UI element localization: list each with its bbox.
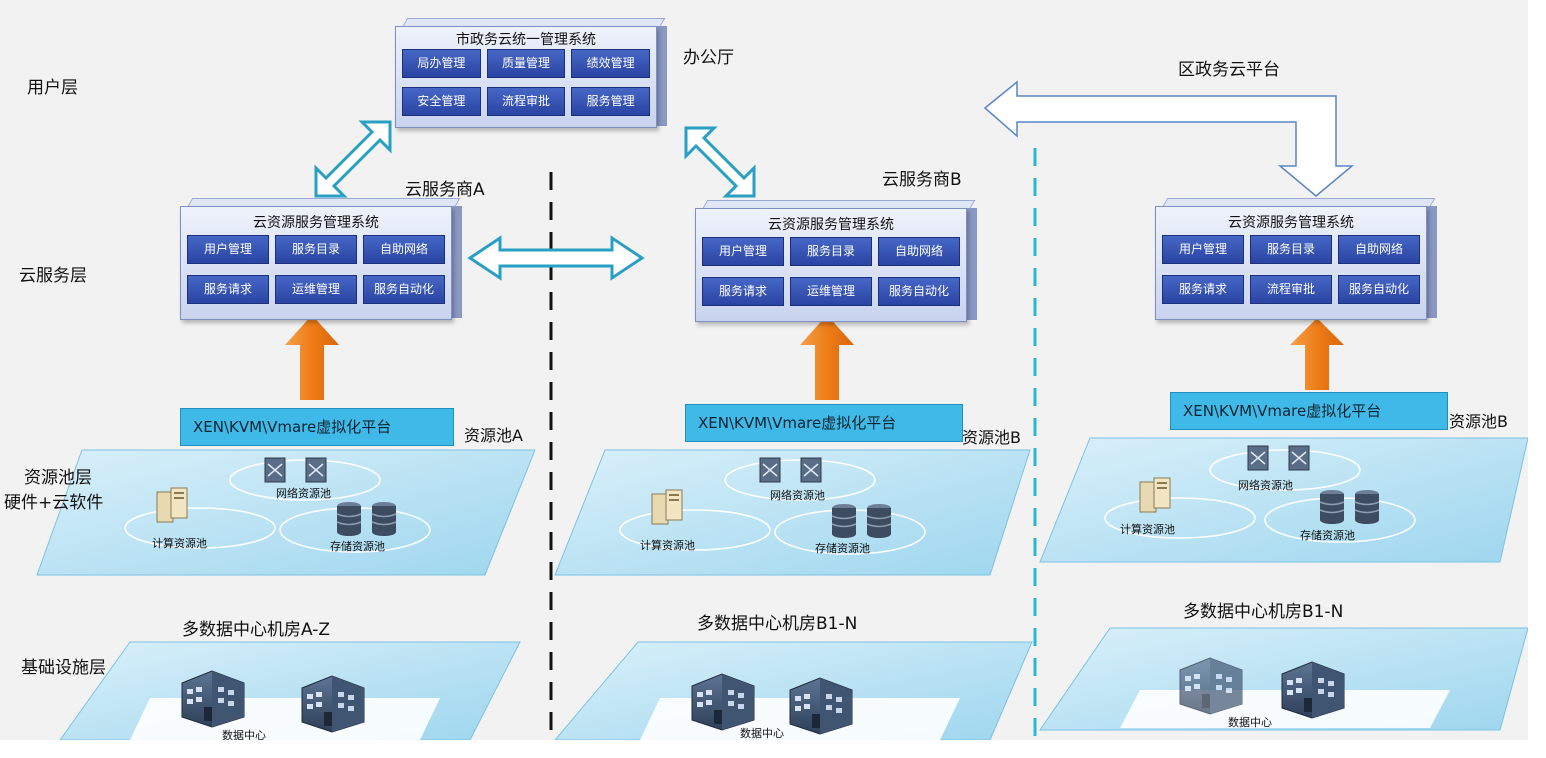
network-pool-label: 网络资源池 <box>1238 479 1293 492</box>
district-pool-label: 资源池B <box>1449 412 1508 431</box>
network-switch-icon <box>305 457 327 483</box>
storage-disk-icon <box>866 503 892 539</box>
service-cell: 服务请求 <box>702 277 784 306</box>
layer-user: 用户层 <box>27 78 78 98</box>
network-pool-label: 网络资源池 <box>770 489 825 502</box>
provider-a-datacenter-title: 多数据中心机房A-Z <box>182 620 331 640</box>
datacenter-building-icon <box>691 673 755 731</box>
storage-disk-icon <box>336 501 362 537</box>
server-icon <box>651 489 683 525</box>
office-cell: 质量管理 <box>486 49 566 78</box>
provider-b-name: 云服务商B <box>882 170 962 190</box>
office-management-system: 市政务云统一管理系统 局办管理 质量管理 绩效管理 安全管理 流程审批 服务管理 <box>395 18 667 128</box>
service-cell: 流程审批 <box>1250 275 1332 304</box>
district-provider-system: 云资源服务管理系统 用户管理 服务目录 自助网络 服务请求 流程审批 服务自动化 <box>1155 198 1437 320</box>
provider-a-virtualization: XEN\KVM\Vmare虚拟化平台 <box>180 408 454 446</box>
cloud-architecture-diagram: 用户层 云服务层 资源池层 硬件+云软件 基础设施层 市政务云统一管理系统 局办… <box>0 0 1528 740</box>
layer-infrastructure: 基础设施层 <box>21 658 106 678</box>
datacenter-building-icon <box>1281 661 1345 719</box>
network-switch-icon <box>759 457 781 483</box>
office-cell: 安全管理 <box>402 87 481 116</box>
network-switch-icon <box>1247 445 1269 471</box>
service-cell: 用户管理 <box>187 235 269 264</box>
compute-pool-label: 计算资源池 <box>640 539 695 552</box>
compute-pool-label: 计算资源池 <box>152 537 207 550</box>
provider-b-system-title: 云资源服务管理系统 <box>768 217 894 233</box>
provider-a-name: 云服务商A <box>405 180 485 200</box>
service-cell: 服务请求 <box>187 275 269 304</box>
resource-plane-c <box>1039 437 1528 563</box>
datacenter-label: 数据中心 <box>222 729 266 740</box>
office-cell: 流程审批 <box>486 87 566 116</box>
network-switch-icon <box>1288 445 1310 471</box>
office-caption: 办公厅 <box>683 48 734 68</box>
service-cell: 用户管理 <box>1162 235 1244 264</box>
office-cell: 绩效管理 <box>571 49 650 78</box>
network-switch-icon <box>264 457 286 483</box>
service-cell: 服务目录 <box>275 235 357 264</box>
up-arrow-icon <box>285 315 339 400</box>
service-cell: 自助网络 <box>1338 235 1420 264</box>
layer-cloud-service: 云服务层 <box>19 266 87 286</box>
resource-plane-b <box>554 449 1031 576</box>
service-cell: 服务请求 <box>1162 275 1244 304</box>
storage-disk-icon <box>1354 489 1380 525</box>
office-cell: 服务管理 <box>571 87 650 116</box>
office-cell: 局办管理 <box>402 49 481 78</box>
district-platform-label: 区政务云平台 <box>1178 60 1280 80</box>
service-cell: 自助网络 <box>363 235 445 264</box>
datacenter-label: 数据中心 <box>740 727 784 740</box>
service-cell: 运维管理 <box>790 277 872 306</box>
layer-resource-pool: 资源池层 <box>24 468 92 488</box>
datacenter-building-icon <box>301 675 365 733</box>
up-arrow-icon <box>800 315 854 400</box>
district-system-title: 云资源服务管理系统 <box>1228 215 1354 231</box>
resource-plane-a <box>36 449 536 576</box>
network-switch-icon <box>800 457 822 483</box>
storage-disk-icon <box>831 503 857 539</box>
double-arrow-icon <box>467 235 645 281</box>
district-link-arrow-icon <box>983 80 1355 197</box>
layer-resource-pool-sub: 硬件+云软件 <box>4 493 104 513</box>
provider-a-system: 云资源服务管理系统 用户管理 服务目录 自助网络 服务请求 运维管理 服务自动化 <box>180 198 462 320</box>
datacenter-label: 数据中心 <box>1228 716 1272 729</box>
storage-pool-label: 存储资源池 <box>330 540 385 553</box>
district-virtualization: XEN\KVM\Vmare虚拟化平台 <box>1170 392 1448 430</box>
storage-pool-label: 存储资源池 <box>815 542 870 555</box>
provider-a-system-title: 云资源服务管理系统 <box>253 215 379 231</box>
provider-b-pool-label: 资源池B <box>962 428 1021 447</box>
double-arrow-icon <box>314 120 392 198</box>
service-cell: 服务目录 <box>790 237 872 266</box>
storage-disk-icon <box>371 501 397 537</box>
storage-disk-icon <box>1319 489 1345 525</box>
service-cell: 服务目录 <box>1250 235 1332 264</box>
service-cell: 服务自动化 <box>363 275 445 304</box>
provider-b-datacenter-title: 多数据中心机房B1-N <box>697 614 858 634</box>
district-datacenter-title: 多数据中心机房B1-N <box>1183 602 1344 622</box>
service-cell: 用户管理 <box>702 237 784 266</box>
provider-b-system: 云资源服务管理系统 用户管理 服务目录 自助网络 服务请求 运维管理 服务自动化 <box>695 200 977 322</box>
office-system-title: 市政务云统一管理系统 <box>456 32 596 48</box>
server-icon <box>1139 477 1171 513</box>
provider-b-virtualization: XEN\KVM\Vmare虚拟化平台 <box>685 404 963 442</box>
service-cell: 服务自动化 <box>1338 275 1420 304</box>
network-pool-label: 网络资源池 <box>276 487 331 500</box>
datacenter-building-icon <box>1179 657 1243 715</box>
service-cell: 自助网络 <box>878 237 960 266</box>
server-icon <box>156 487 188 523</box>
service-cell: 运维管理 <box>275 275 357 304</box>
compute-pool-label: 计算资源池 <box>1120 523 1175 536</box>
storage-pool-label: 存储资源池 <box>1300 529 1355 542</box>
double-arrow-icon <box>684 126 756 198</box>
service-cell: 服务自动化 <box>878 277 960 306</box>
datacenter-building-icon <box>181 670 245 728</box>
diagram-graphics <box>36 80 1528 740</box>
datacenter-building-icon <box>789 677 853 735</box>
provider-a-pool-label: 资源池A <box>464 426 523 445</box>
up-arrow-icon <box>1290 318 1344 390</box>
